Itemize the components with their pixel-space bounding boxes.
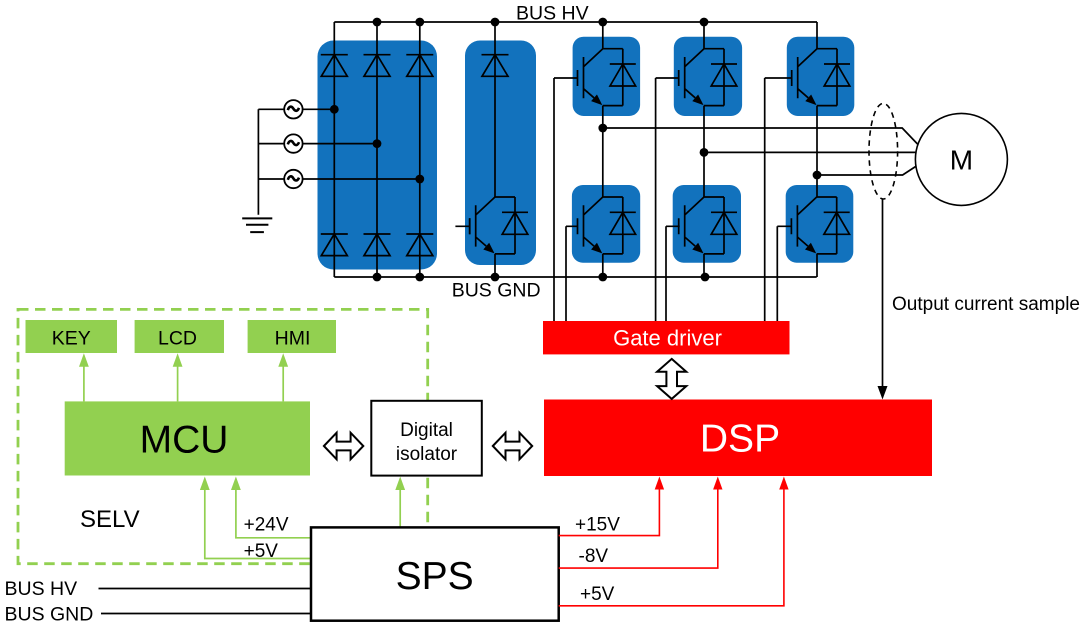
svg-text:Digital: Digital	[400, 420, 453, 441]
svg-text:M: M	[950, 144, 973, 175]
svg-text:LCD: LCD	[158, 328, 197, 350]
svg-text:BUS HV: BUS HV	[5, 578, 78, 600]
svg-text:+5V: +5V	[580, 584, 615, 605]
svg-text:-8V: -8V	[579, 546, 609, 567]
svg-text:+24V: +24V	[244, 515, 289, 536]
svg-text:BUS GND: BUS GND	[5, 604, 94, 625]
svg-text:Gate driver: Gate driver	[613, 326, 722, 351]
svg-text:+15V: +15V	[575, 515, 620, 536]
svg-text:KEY: KEY	[52, 328, 91, 350]
svg-text:SELV: SELV	[80, 506, 140, 533]
svg-text:BUS GND: BUS GND	[452, 280, 541, 302]
svg-text:+5V: +5V	[244, 541, 279, 562]
svg-text:Output current sample: Output current sample	[892, 294, 1080, 315]
svg-text:DSP: DSP	[700, 418, 780, 461]
svg-text:BUS HV: BUS HV	[516, 3, 589, 25]
svg-text:MCU: MCU	[140, 419, 229, 462]
svg-text:HMI: HMI	[275, 328, 311, 350]
svg-text:isolator: isolator	[396, 444, 458, 465]
svg-text:SPS: SPS	[396, 555, 474, 598]
